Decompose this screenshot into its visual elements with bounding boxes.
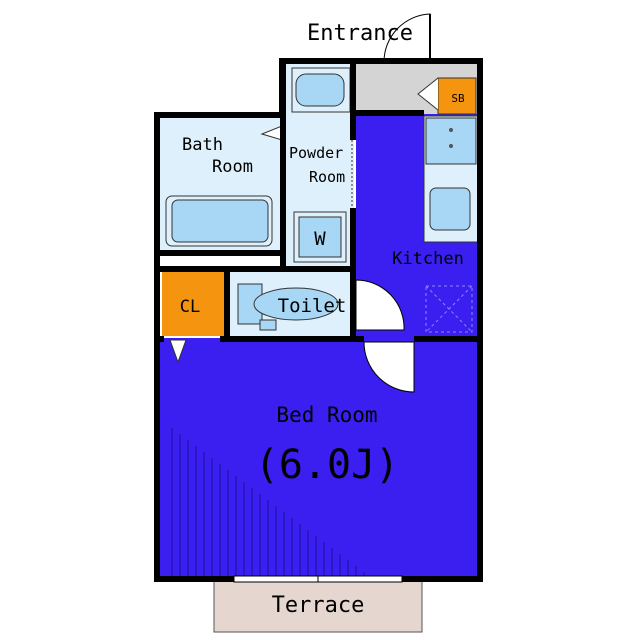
- closet-label: CL: [180, 297, 200, 317]
- bath-room-label: Room: [212, 157, 253, 177]
- closet-area: [162, 272, 224, 336]
- bedroom-size-label: (6.0J): [255, 442, 400, 488]
- walls: [154, 58, 483, 582]
- shoe-box-label: SB: [451, 92, 465, 105]
- washbasin: [295, 73, 345, 107]
- refrigerator-space: [425, 285, 473, 333]
- refrigerator-cross: [425, 285, 473, 333]
- bath-room-label: Bath: [182, 135, 223, 155]
- bedroom-area: [160, 338, 480, 578]
- kitchen-sink: [429, 187, 471, 231]
- toilet-door-swing: [355, 279, 405, 331]
- bedroom-floor-hatch: [171, 428, 365, 578]
- powder-room-label: Room: [309, 168, 345, 186]
- terrace-label: Terrace: [272, 593, 365, 618]
- closet-door-swing: [169, 339, 187, 364]
- shoe-box: [437, 77, 477, 115]
- washer-label: W: [314, 228, 326, 250]
- toilet-paper-holder: [259, 319, 277, 331]
- stove: [425, 117, 477, 165]
- bedroom-door-swing: [363, 341, 415, 393]
- powder-room-label: Powder: [289, 144, 343, 162]
- toilet-label: Toilet: [278, 295, 347, 317]
- stove-burner-icon: [449, 144, 453, 148]
- shoe-box-door-swing: [417, 77, 439, 111]
- stove-burner-icon: [449, 128, 453, 132]
- kitchen-label: Kitchen: [392, 249, 464, 269]
- toilet-bowl: [253, 287, 339, 321]
- washer-icon: [298, 216, 342, 258]
- entrance-label: Entrance: [307, 21, 413, 46]
- bedroom-label: Bed Room: [276, 403, 377, 427]
- terrace-area: [213, 577, 423, 633]
- bathtub-basin: [171, 199, 269, 243]
